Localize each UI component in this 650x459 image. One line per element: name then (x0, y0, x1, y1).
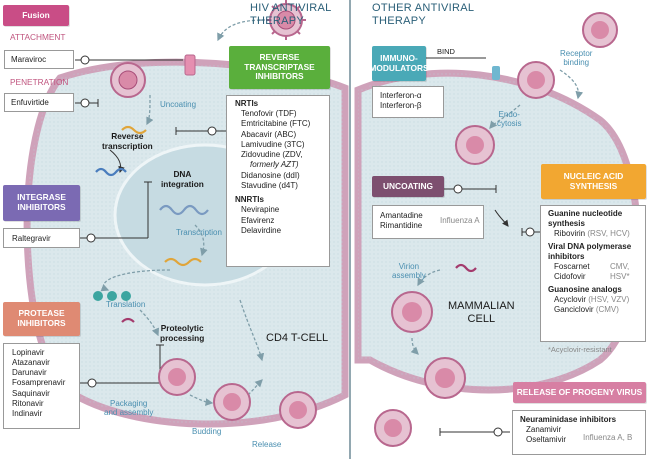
process-arrows-solid (109, 149, 509, 227)
nrtis-heading: NRTIs (235, 99, 259, 108)
amantadine: Amantadine (380, 211, 423, 220)
zanamivir: Zanamivir (526, 425, 562, 434)
assembling-virion (391, 291, 433, 333)
amantadine-box: Amantadine Rimantidine Influenza A (372, 205, 484, 239)
footnote: *Acyclovir-resistant (548, 345, 612, 354)
nrti-item: Lamivudine (3TC) (241, 139, 305, 149)
uncoating-header: UNCOATING (372, 176, 444, 197)
nrti-item: Stavudine (d4T) (241, 180, 298, 190)
protease-drug: Indinavir (12, 408, 43, 418)
guanosine-heading: Guanosine analogs (548, 285, 622, 294)
influenza-a-target: Influenza A (440, 216, 480, 225)
influenza-ab-target: Influenza A, B (583, 433, 633, 442)
progeny-header: RELEASE OF PROGENY VIRUS (513, 382, 646, 403)
ribavirin-row: Ribovirin (RSV, HCV) (554, 229, 630, 238)
protease-drug-list: Lopinavir Atazanavir Darunavir Fosampren… (3, 343, 80, 429)
cd4-receptor (184, 54, 196, 76)
budding-progeny (424, 357, 466, 399)
process-arrows (100, 19, 584, 406)
foscarnet: Foscarnet (554, 262, 590, 271)
nrti-item: Didanosine (ddI) (241, 170, 300, 180)
maraviroc-box: Maraviroc (4, 50, 74, 69)
protease-drug: Saquinavir (12, 388, 50, 398)
uncoating-label: Uncoating (160, 100, 197, 109)
enfuvirtide-box: Enfuvirtide (4, 93, 74, 112)
nrti-item: Zidovudine (ZDV, (241, 150, 303, 160)
protease-drug: Darunavir (12, 368, 47, 378)
penetration-label: PENETRATION (10, 77, 69, 87)
cd4-cell-label: CD4 T-CELL (266, 332, 329, 344)
neuraminidase-heading: Neuraminidase inhibitors (520, 415, 617, 424)
protease-drug: Ritonavir (12, 398, 44, 408)
nnrti-item: Delavirdine (241, 225, 282, 235)
maraviroc-label: Maraviroc (11, 55, 47, 64)
transcription-label: Transcription (176, 228, 222, 237)
interferon-alpha: Interferon-α (380, 91, 422, 100)
virion-receptor-bound (517, 61, 555, 99)
protease-drug: Fosamprenavir (12, 378, 66, 388)
nnrti-item: Nevirapine (241, 205, 280, 215)
rimantidine: Rimantidine (380, 221, 423, 231)
release-label: Release (252, 440, 282, 449)
cidofovir: Cidofovir (554, 272, 586, 281)
fusion-header: Fusion (3, 5, 69, 26)
polymerase-drugs: Foscarnet Cidofovir CMV,HSV* (548, 262, 645, 282)
raltegravir-box: Raltegravir (3, 228, 80, 248)
influenza-virion-top (582, 12, 618, 48)
endosome (455, 125, 495, 165)
enfuvirtide-label: Enfuvirtide (11, 98, 49, 107)
protease-drug: Atazanavir (12, 358, 50, 368)
receptor (492, 66, 500, 80)
zdv-alias: formerly AZT) (250, 160, 299, 170)
neuraminidase-box: Neuraminidase inhibitors Zanamivir Oselt… (512, 410, 646, 455)
hiv-virion-top (266, 0, 306, 40)
attachment-label: ATTACHMENT (10, 32, 66, 42)
inhibition-nodes (80, 55, 535, 437)
nrti-item: Tenofovir (TDF) (241, 109, 297, 119)
nrti-item: Abacavir (ABC) (241, 129, 297, 139)
ribosomes (93, 291, 131, 301)
oseltamivir: Oseltamivir (526, 435, 567, 444)
acyclovir-row: Acyclovir (HSV, VZV) (554, 295, 630, 304)
ganciclovir-row: Ganciclovir (CMV) (554, 305, 619, 314)
translation-label: Translation (106, 300, 146, 309)
hiv-virion-fusing (110, 62, 146, 98)
nnrti-item: Efavirenz (241, 215, 275, 225)
released-progeny (374, 409, 412, 447)
endocytosis-label: Endo-cytosis (497, 110, 522, 129)
rti-drug-list: NRTIs Tenofovir (TDF) Emtricitabine (FTC… (226, 95, 330, 267)
released-virion (279, 391, 317, 429)
viral-rna (455, 263, 477, 273)
rna-strands (95, 125, 209, 323)
interferon-beta: Interferon-β (380, 101, 422, 111)
budding-virion-2 (213, 383, 251, 421)
interferon-box: Interferon-α Interferon-β (372, 86, 444, 118)
nrti-item: Emtricitabine (FTC) (241, 119, 311, 129)
immuno-header: IMMUNO-MODULATORS (369, 46, 429, 81)
raltegravir-label: Raltegravir (12, 234, 51, 243)
nnrtis-heading: NNRTIs (235, 195, 264, 205)
protease-drug: Lopinavir (12, 348, 45, 357)
bind-label: BIND (437, 47, 455, 56)
budding-label: Budding (192, 427, 222, 436)
polymerase-targets: CMV,HSV* (610, 262, 630, 281)
budding-virion (158, 358, 196, 396)
